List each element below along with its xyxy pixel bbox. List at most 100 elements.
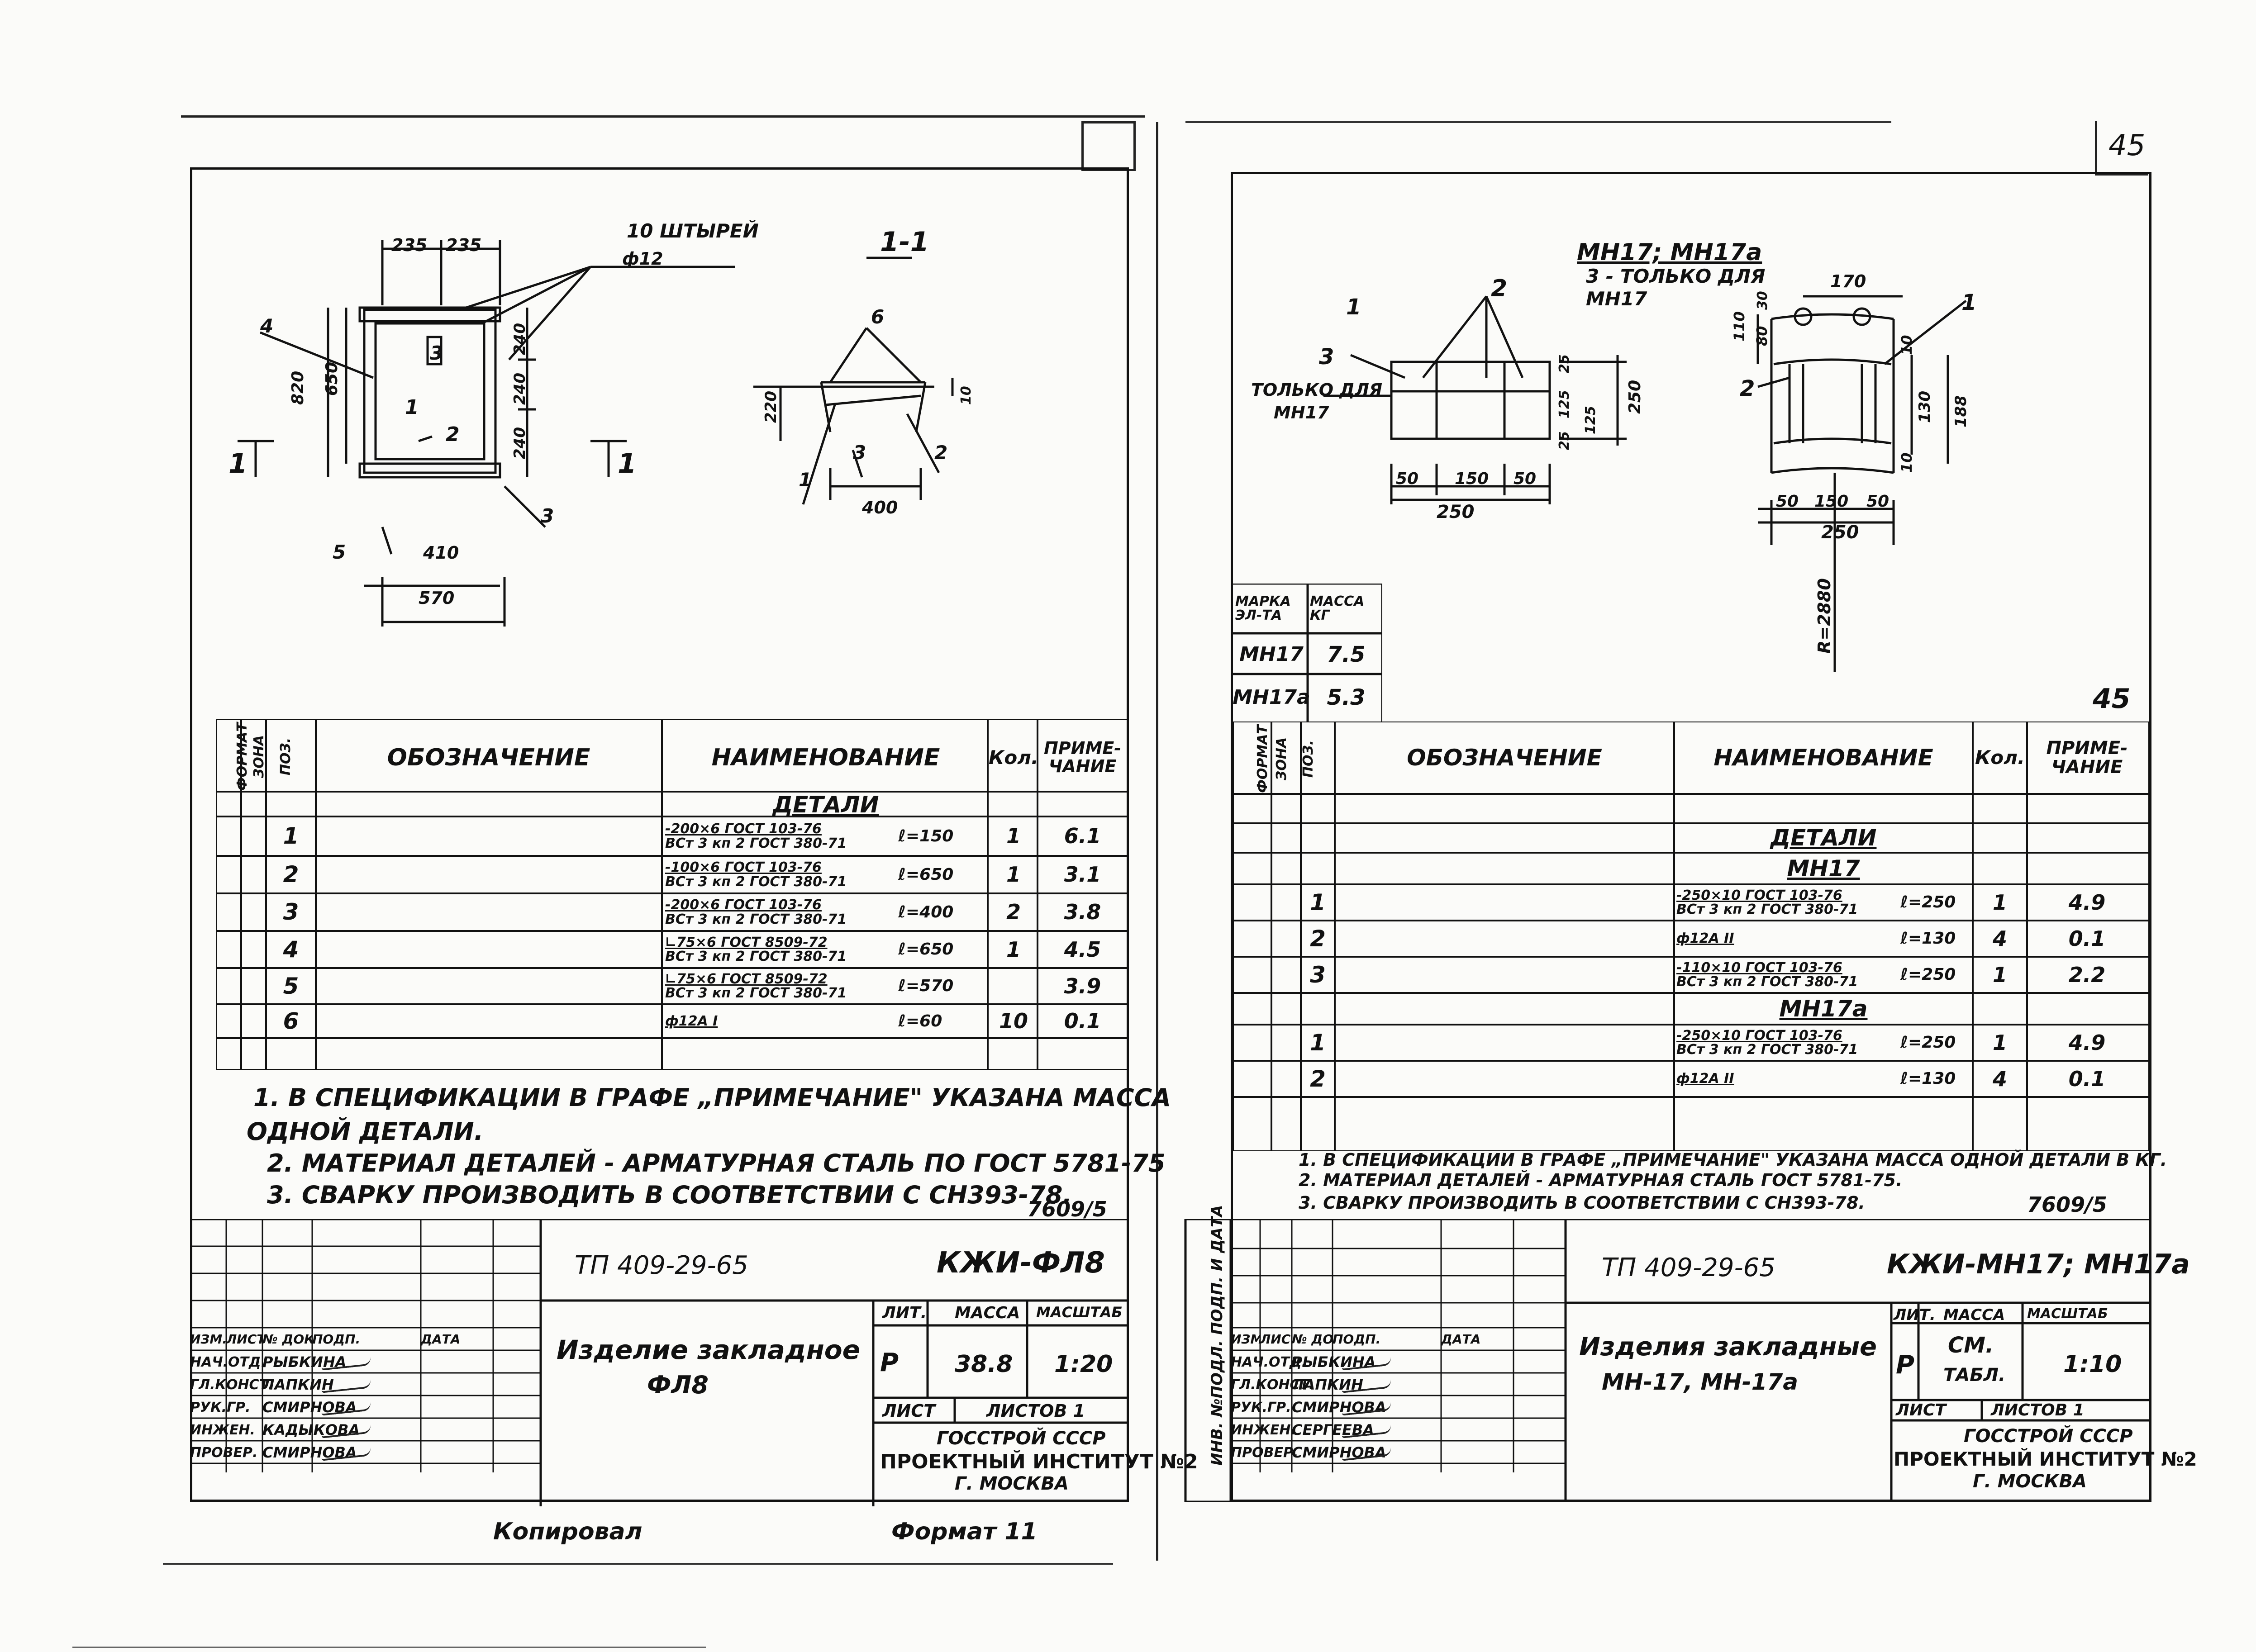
signer-role: НАЧ.ОТД. <box>1231 1354 1307 1371</box>
svg-text:1: 1 <box>405 396 419 419</box>
svg-text:2: 2 <box>1740 376 1755 401</box>
sig-header: ИЗМ. <box>1231 1331 1260 1347</box>
sheets-label: ЛИСТОВ 1 <box>986 1401 1085 1421</box>
svg-text:1: 1 <box>799 469 812 491</box>
svg-text:650: 650 <box>323 362 341 396</box>
r-org-1: ГОССТРОЙ СССР <box>1964 1426 2133 1447</box>
r-org-3: Г. МОСКВА <box>1973 1471 2087 1492</box>
spec-row-qty <box>989 968 1038 1004</box>
spec-row-pos: 6 <box>283 1008 299 1035</box>
page-number-box <box>2095 121 2148 176</box>
svg-text:10: 10 <box>958 386 974 405</box>
svg-text:130: 130 <box>1916 391 1934 423</box>
spec-row-length: ℓ=650 <box>898 940 954 959</box>
spec-row-note: 3.9 <box>1064 973 1101 998</box>
svg-text:235: 235 <box>446 235 481 255</box>
svg-text:188: 188 <box>1952 395 1970 427</box>
signer-role: ПРОВЕР. <box>190 1445 258 1461</box>
svg-text:1: 1 <box>1961 290 1976 315</box>
sheet-label: ЛИСТ <box>882 1401 936 1421</box>
r-spec-row-pos: 2 <box>1310 925 1326 952</box>
r-spec-row-pos: 3 <box>1310 961 1326 988</box>
r-stage-header: ЛИТ. <box>1894 1306 1936 1324</box>
note-1b: ОДНОЙ ДЕТАЛИ. <box>247 1117 484 1146</box>
spec-row-name-line1: ф12А I <box>665 1013 718 1029</box>
spec-row-name-line1: ∟75×6 ГОСТ 8509-72 <box>665 971 828 987</box>
signer-name: ЛАПКИН <box>1292 1376 1363 1394</box>
r-scale-header: МАСШТАБ <box>2027 1306 2108 1322</box>
svg-text:10: 10 <box>1898 452 1915 473</box>
signer-role: ИНЖЕН. <box>190 1422 255 1438</box>
col-zone: ЗОНА <box>251 735 267 779</box>
svg-text:240: 240 <box>511 373 529 405</box>
mass-row-1-mark: МН17 <box>1239 643 1304 666</box>
r-spec-row-note: 0.1 <box>2068 926 2106 951</box>
r-spec-row-pos: 1 <box>1310 1029 1326 1056</box>
r-stage: Р <box>1896 1350 1915 1380</box>
spec-row-name-line2: ВСт 3 кп 2 ГОСТ 380-71 <box>665 911 847 927</box>
r-spec-row-name: ф12А II <box>1676 921 1885 957</box>
svg-text:ф12: ф12 <box>622 249 663 269</box>
signer-name: РЫБКИНА <box>262 1353 347 1371</box>
signer-role: РУК.ГР. <box>1231 1400 1291 1416</box>
r-spec-row-pos: 1 <box>1310 889 1326 916</box>
project-code: ТП 409-29-65 <box>575 1251 748 1280</box>
r-spec-row-name: ф12А II <box>1676 1061 1885 1097</box>
svg-text:МН17: МН17 <box>1586 288 1647 310</box>
r-spec-row-name-line1: ф12А II <box>1676 1071 1734 1087</box>
col-designation: ОБОЗНАЧЕНИЕ <box>387 744 590 771</box>
signer-name: СМИРНОВА <box>262 1444 357 1462</box>
signer-role: РУК.ГР. <box>190 1400 251 1416</box>
svg-text:МН17: МН17 <box>1274 403 1329 422</box>
spec-row-length: ℓ=400 <box>898 902 954 921</box>
sig-header: ПОДП. <box>1333 1331 1381 1347</box>
svg-text:150: 150 <box>1455 470 1489 488</box>
scale: 1:20 <box>1054 1351 1113 1378</box>
mass-table-h1: МАРКА ЭЛ-ТА <box>1235 593 1291 623</box>
bottom-stray-line-2 <box>72 1647 706 1648</box>
spec-row-name-line1: -100×6 ГОСТ 103-76 <box>665 859 822 875</box>
r-spec-row-note: 4.9 <box>2068 1030 2106 1055</box>
signer-name: ЛАПКИН <box>262 1376 334 1394</box>
r-col-zone: ЗОНА <box>1274 737 1290 781</box>
spec-row-note: 0.1 <box>1064 1009 1101 1034</box>
r-scale: 1:10 <box>2063 1351 2122 1378</box>
spec-row-pos: 1 <box>283 823 299 850</box>
org-3: Г. МОСКВА <box>955 1473 1069 1494</box>
top-border-line-right <box>1185 121 1891 123</box>
svg-text:235: 235 <box>391 235 427 255</box>
svg-text:50: 50 <box>1396 470 1418 488</box>
left-spec-grid <box>216 719 1128 1070</box>
r-col-format: ФОРМАТ <box>1254 725 1271 793</box>
r-doc-code: КЖИ-МН17; МН17а <box>1887 1248 2190 1280</box>
svg-text:25: 25 <box>1556 354 1572 373</box>
svg-text:400: 400 <box>861 498 898 517</box>
r-sheet-label: ЛИСТ <box>1896 1401 1947 1419</box>
svg-text:ТОЛЬКО ДЛЯ: ТОЛЬКО ДЛЯ <box>1251 380 1382 400</box>
note-1: 1. В СПЕЦИФИКАЦИИ В ГРАФЕ „ПРИМЕЧАНИЕ" У… <box>253 1083 1171 1112</box>
r-col-pos: ПОЗ. <box>1300 740 1317 778</box>
signer-name: СМИРНОВА <box>262 1399 357 1416</box>
col-name: НАИМЕНОВАНИЕ <box>711 744 940 771</box>
col-qty: Кол. <box>989 746 1038 769</box>
r-mass-1: СМ. <box>1948 1333 1994 1358</box>
format-label: Формат 11 <box>891 1518 1038 1545</box>
svg-text:250: 250 <box>1437 502 1475 522</box>
right-mass-grid <box>1233 584 1382 722</box>
signer-name: РЫБКИНА <box>1292 1353 1376 1371</box>
scale-header: МАСШТАБ <box>1036 1304 1123 1321</box>
r-spec-row-name-line1: ф12А II <box>1676 930 1734 947</box>
item-title: Изделие закладное <box>557 1334 860 1365</box>
svg-text:3: 3 <box>1319 344 1334 370</box>
svg-text:240: 240 <box>511 427 529 459</box>
spec-row-name-line1: -200×6 ГОСТ 103-76 <box>665 897 822 913</box>
r-sheet-code: 7609/5 <box>2027 1192 2107 1217</box>
svg-text:170: 170 <box>1830 271 1866 291</box>
svg-text:30: 30 <box>1755 291 1771 310</box>
r-col-designation: ОБОЗНАЧЕНИЕ <box>1407 744 1602 771</box>
r-group-2: МН17а <box>1779 995 1868 1022</box>
spec-row-pos: 3 <box>283 899 299 926</box>
